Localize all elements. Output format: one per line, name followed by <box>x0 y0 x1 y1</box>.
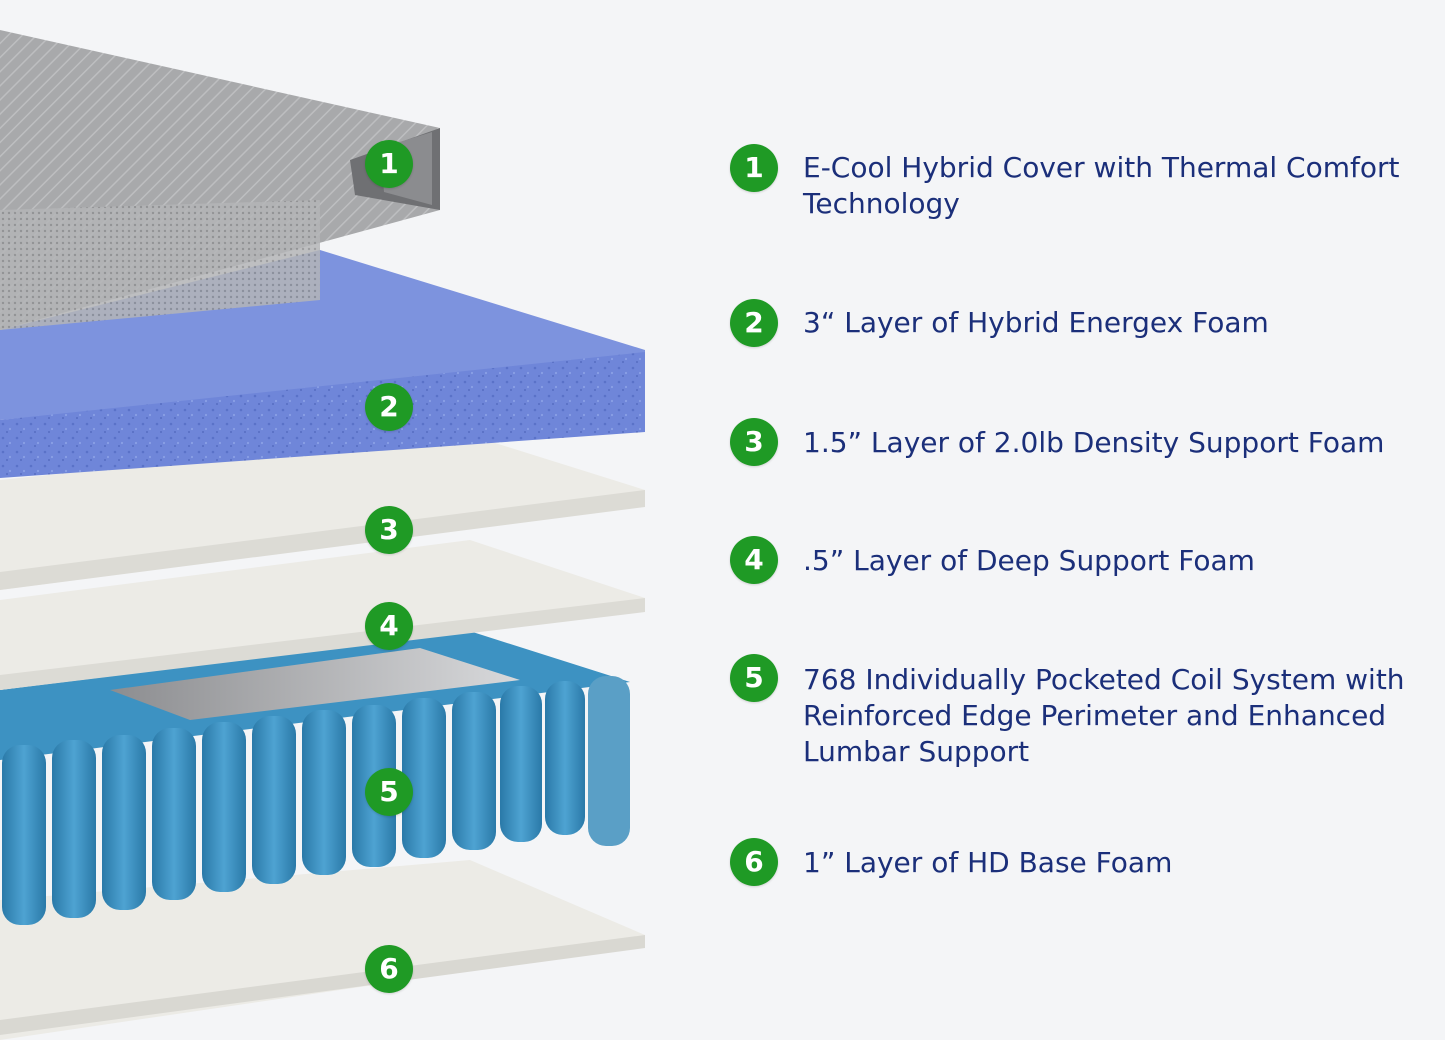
legend-badge-2: 2 <box>730 299 778 347</box>
legend-badge-5: 5 <box>730 654 778 702</box>
illustration-badge-2: 2 <box>365 383 413 431</box>
illustration-badge-3: 3 <box>365 506 413 554</box>
illustration-badge-5: 5 <box>365 768 413 816</box>
legend-label-2: 3“ Layer of Hybrid Energex Foam <box>803 306 1269 339</box>
legend-label-1: E-Cool Hybrid Cover with Thermal Comfort… <box>803 151 1400 220</box>
legend-badge-6: 6 <box>730 838 778 886</box>
mattress-layers-illustration <box>0 30 645 1040</box>
illustration-badge-1: 1 <box>365 140 413 188</box>
legend-label-6: 1” Layer of HD Base Foam <box>803 846 1173 879</box>
layer-5-coil-system <box>0 628 630 925</box>
layer-4-deep-support-foam <box>0 540 645 690</box>
illustration-badge-6: 6 <box>365 945 413 993</box>
legend-badge-1: 1 <box>730 144 778 192</box>
legend-label-4: .5” Layer of Deep Support Foam <box>803 544 1255 577</box>
layer-6-base-foam <box>0 860 645 1040</box>
layer-legend: 1 E-Cool Hybrid Cover with Thermal Comfo… <box>730 0 1430 1040</box>
legend-badge-4: 4 <box>730 536 778 584</box>
layer-3-support-foam <box>0 432 645 590</box>
illustration-badge-4: 4 <box>365 602 413 650</box>
legend-label-5: 768 Individually Pocketed Coil System wi… <box>803 663 1405 768</box>
legend-label-3: 1.5” Layer of 2.0lb Density Support Foam <box>803 426 1385 459</box>
legend-badge-3: 3 <box>730 418 778 466</box>
